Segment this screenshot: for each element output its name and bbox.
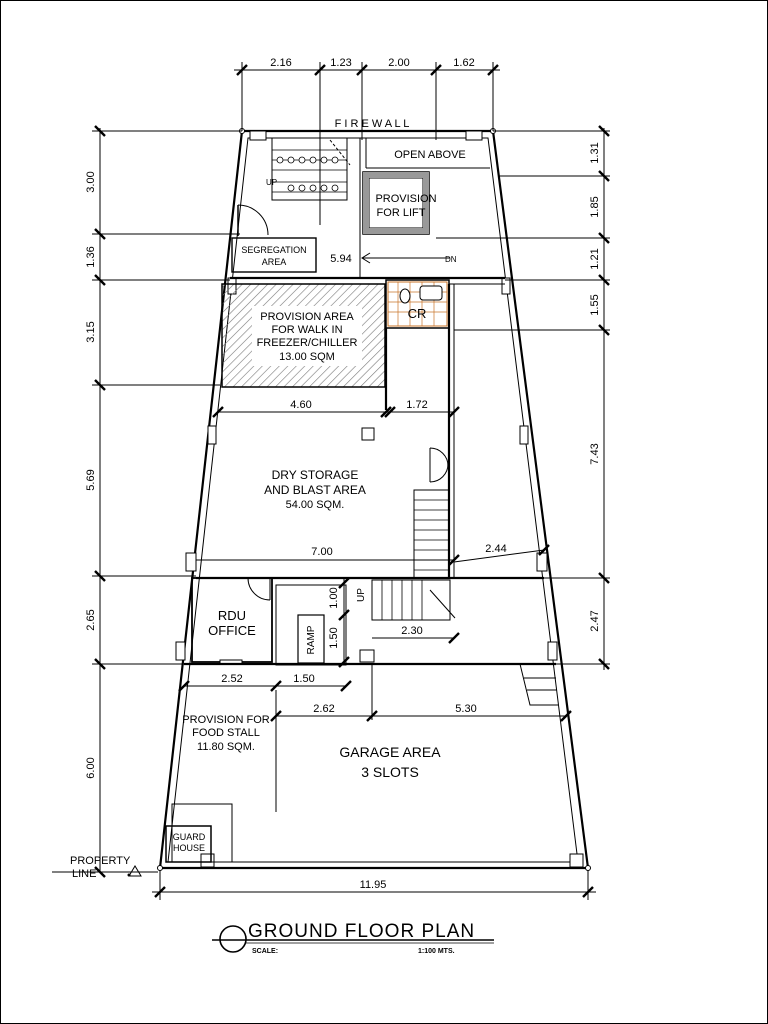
dim-left-4: 5.69 [85, 469, 97, 490]
garage-label-1: GARAGE AREA [339, 744, 441, 760]
dim-bottom: 11.95 [360, 879, 387, 891]
segregation-label-2: AREA [262, 257, 287, 267]
property-line-label-1: PROPERTY [70, 855, 131, 867]
dim-top-4: 1.62 [453, 57, 474, 69]
stair-up-top: UP [266, 178, 277, 187]
dim-252: 2.52 [221, 673, 242, 685]
dim-top-2: 1.23 [330, 57, 351, 69]
dim-530: 5.30 [455, 703, 476, 715]
guard-label-1: GUARD [173, 832, 206, 842]
stair-up-bottom: UP [356, 588, 367, 602]
dim-100: 1.00 [328, 587, 340, 608]
title-circle-symbol [219, 925, 247, 953]
dim-172: 1.72 [406, 399, 427, 411]
dim-244: 2.44 [485, 543, 506, 555]
dim-left-1: 3.00 [85, 171, 97, 192]
outer-walls [157, 128, 591, 871]
dim-top-3: 2.00 [388, 57, 409, 69]
dim-right-1: 1.31 [589, 142, 601, 163]
dim-left-5: 2.65 [85, 609, 97, 630]
guard-label-2: HOUSE [173, 843, 205, 853]
dim-230: 2.30 [401, 625, 422, 637]
freezer-label-3: FREEZER/CHILLER [257, 337, 358, 349]
room-labels: F I R E W A L L OPEN ABOVE PROVISION FOR… [70, 118, 466, 880]
freezer-label-1: PROVISION AREA [260, 311, 354, 323]
rdu-label-2: OFFICE [208, 623, 256, 638]
firewall-label: F I R E W A L L [335, 118, 410, 130]
dim-700: 7.00 [311, 546, 332, 558]
rdu-label-1: RDU [218, 608, 246, 623]
dim-top-1: 2.16 [270, 57, 291, 69]
scale-value: 1:100 MTS. [418, 948, 455, 955]
food-label-1: PROVISION FOR [182, 714, 269, 726]
dim-right-2: 1.85 [589, 196, 601, 217]
open-above-label: OPEN ABOVE [394, 149, 466, 161]
dim-right-3: 1.21 [589, 248, 601, 269]
dim-594: 5.94 [330, 253, 351, 265]
cr-label: CR [408, 306, 427, 321]
scale-label: SCALE: [252, 948, 278, 955]
dim-left-6: 6.00 [85, 757, 97, 778]
dim-150v: 1.50 [328, 627, 340, 648]
lift-label-1: PROVISION [375, 193, 436, 205]
freezer-label-2: FOR WALK IN [271, 324, 342, 336]
segregation-label-1: SEGREGATION [241, 245, 306, 255]
garage-label-2: 3 SLOTS [361, 764, 419, 780]
freezer-label-4: 13.00 SQM [279, 351, 335, 363]
title-block: GROUND FLOOR PLAN SCALE: 1:100 MTS. [212, 921, 494, 955]
dim-150h: 1.50 [293, 673, 314, 685]
property-line-label-2: LINE [72, 868, 96, 880]
dimension-values: 2.16 1.23 2.00 1.62 3.00 1.36 3.15 5.69 … [85, 57, 601, 891]
dry-label-2: AND BLAST AREA [264, 483, 366, 497]
dim-right-4: 1.55 [589, 294, 601, 315]
dimension-lines [92, 62, 610, 900]
dim-right-6: 2.47 [589, 610, 601, 631]
lift-label-2: FOR LIFT [377, 207, 426, 219]
food-label-2: FOOD STALL [192, 727, 260, 739]
food-label-3: 11.80 SQM. [197, 741, 255, 753]
dim-left-3: 3.15 [85, 321, 97, 342]
dry-label-1: DRY STORAGE [272, 468, 359, 482]
dn-label: DN [445, 255, 457, 264]
ramp-label: RAMP [306, 625, 317, 654]
dim-460: 4.60 [290, 399, 311, 411]
dim-right-5: 7.43 [589, 443, 601, 464]
dim-left-2: 1.36 [85, 246, 97, 267]
dim-262: 2.62 [313, 703, 334, 715]
dry-label-3: 54.00 SQM. [286, 499, 345, 511]
plan-title: GROUND FLOOR PLAN [248, 921, 475, 942]
